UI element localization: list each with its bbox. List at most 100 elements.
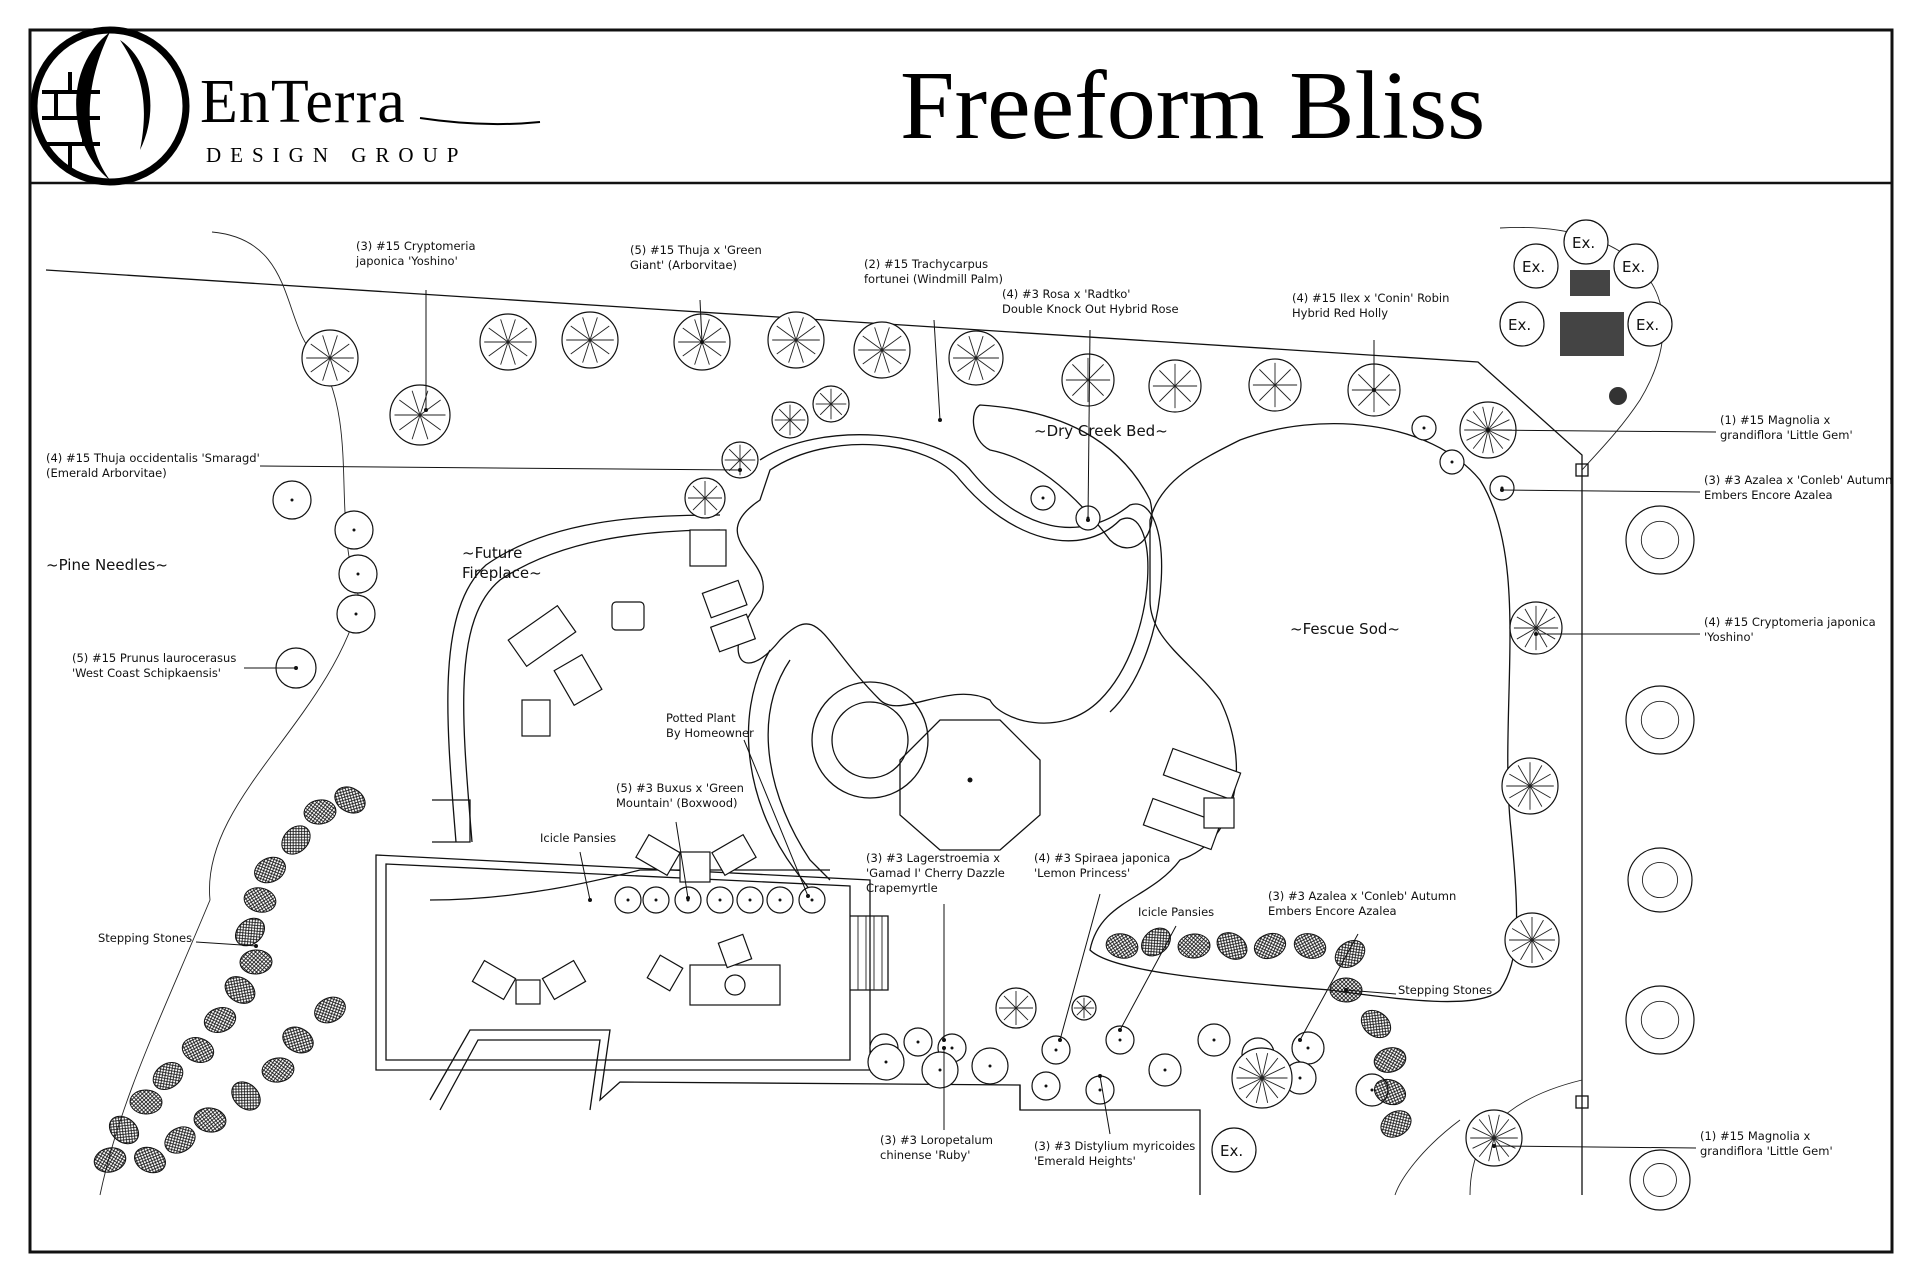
holly-tree bbox=[1061, 353, 1115, 407]
crapemyrtle-shrub bbox=[903, 1027, 933, 1057]
label-line: Crapemyrtle bbox=[866, 881, 938, 895]
leader-line bbox=[1119, 925, 1177, 1031]
label-stepping-stones-right: Stepping Stones bbox=[1344, 983, 1492, 997]
brand-name: EnTerra bbox=[200, 68, 406, 136]
existing-trees: Ex. Ex. Ex. Ex. Ex. Ex. bbox=[1211, 219, 1673, 1173]
cryptomeria-tree bbox=[1501, 757, 1559, 815]
label-line: 'Gamad I' Cherry Dazzle bbox=[866, 866, 1005, 880]
azalea-shrub bbox=[1030, 485, 1056, 511]
label-line: (3) #3 Lagerstroemia x bbox=[866, 851, 1000, 865]
stepping-stone bbox=[239, 949, 273, 975]
boxwood-shrub bbox=[736, 886, 764, 914]
label-line: (1) #15 Magnolia x bbox=[1700, 1129, 1811, 1143]
stepping-stone bbox=[1334, 939, 1366, 969]
stepping-stone bbox=[181, 1037, 215, 1063]
accent-shrub bbox=[971, 1047, 1009, 1085]
brand-subtitle: DESIGN GROUP bbox=[206, 143, 467, 167]
label-line: (4) #15 Thuja occidentalis 'Smaragd' bbox=[46, 451, 260, 465]
label-line: Potted Plant bbox=[666, 711, 736, 725]
existing-canopy-tree bbox=[1625, 505, 1695, 575]
stepping-stone bbox=[152, 1062, 184, 1090]
arborvitae-tree bbox=[479, 313, 537, 371]
existing-tree: Ex. bbox=[1499, 301, 1545, 347]
svg-text:Ex.: Ex. bbox=[1522, 258, 1545, 276]
stepping-stone bbox=[1373, 1047, 1407, 1073]
stepping-stone bbox=[243, 887, 277, 913]
accent-shrub bbox=[1105, 1025, 1135, 1055]
planting-layer bbox=[272, 311, 1695, 1211]
leader-line bbox=[1087, 329, 1091, 521]
existing-canopy-tree bbox=[1625, 685, 1695, 755]
arborvitae-tree bbox=[561, 311, 619, 369]
leader-line bbox=[1501, 489, 1701, 493]
stepping-stone bbox=[231, 1081, 261, 1111]
label-line: Hybrid Red Holly bbox=[1292, 306, 1388, 320]
label-line: (5) #15 Prunus laurocerasus bbox=[72, 651, 236, 665]
label-line: 'Yoshino' bbox=[1704, 630, 1754, 644]
prunus-shrub bbox=[272, 480, 312, 520]
existing-tree: Ex. bbox=[1563, 219, 1609, 265]
leader-line bbox=[1487, 429, 1717, 433]
label-line: Embers Encore Azalea bbox=[1704, 488, 1833, 502]
existing-canopy-tree bbox=[1627, 847, 1693, 913]
label-line: Icicle Pansies bbox=[1138, 905, 1214, 919]
accent-shrub bbox=[1197, 1023, 1231, 1057]
label-line: (3) #3 Loropetalum bbox=[880, 1133, 993, 1147]
svg-text:Ex.: Ex. bbox=[1622, 258, 1645, 276]
stepping-stone bbox=[1253, 932, 1287, 960]
cryptomeria-tree bbox=[1504, 912, 1560, 968]
arborvitae-tree bbox=[301, 329, 359, 387]
label-stepping-stones-left: Stepping Stones bbox=[98, 931, 258, 948]
leader-line bbox=[699, 299, 703, 343]
label-icicle-pansies-right: Icicle Pansies bbox=[1118, 905, 1214, 1032]
leader-line bbox=[1099, 1075, 1111, 1135]
label-line: 'Lemon Princess' bbox=[1034, 866, 1130, 880]
label-line: Stepping Stones bbox=[1398, 983, 1492, 997]
accent-shrub bbox=[1291, 1031, 1325, 1065]
stepping-stone bbox=[93, 1147, 127, 1173]
label-line: By Homeowner bbox=[666, 726, 754, 740]
existing-tree: Ex. bbox=[1613, 243, 1659, 289]
svg-text:Ex.: Ex. bbox=[1508, 316, 1531, 334]
stepping-stones bbox=[93, 786, 1412, 1174]
label-thuja-smaragd: (4) #15 Thuja occidentalis 'Smaragd'(Eme… bbox=[46, 451, 742, 480]
stepping-stone bbox=[303, 799, 337, 825]
stepping-stone bbox=[1141, 927, 1171, 957]
label-line: (3) #3 Azalea x 'Conleb' Autumn bbox=[1268, 889, 1456, 903]
stepping-stone bbox=[261, 1057, 295, 1083]
leader-line bbox=[195, 941, 257, 947]
plan-title: Freeform Bliss bbox=[900, 52, 1485, 160]
stepping-stone bbox=[1373, 1078, 1407, 1106]
label-line: (5) #3 Buxus x 'Green bbox=[616, 781, 744, 795]
stepping-stone bbox=[334, 786, 366, 814]
sheet-border bbox=[28, 28, 1894, 1254]
stepping-stone bbox=[129, 1089, 163, 1115]
thuja-smaragd-tree bbox=[684, 477, 726, 519]
label-spiraea: (4) #3 Spiraea japonica'Lemon Princess' bbox=[1034, 851, 1170, 1042]
azalea-shrub bbox=[1411, 415, 1437, 441]
stepping-stone bbox=[1177, 933, 1211, 959]
label-line: Giant' (Arborvitae) bbox=[630, 258, 737, 272]
label-line: Icicle Pansies bbox=[540, 831, 616, 845]
accent-shrub bbox=[921, 1051, 959, 1089]
holly-tree bbox=[1148, 359, 1202, 413]
label-line: Stepping Stones bbox=[98, 931, 192, 945]
label-line: ~Future bbox=[462, 544, 522, 562]
existing-tree: Ex. bbox=[1627, 301, 1673, 347]
boxwood-shrub bbox=[614, 886, 642, 914]
stepping-stone bbox=[224, 976, 256, 1004]
leader-line bbox=[1299, 933, 1359, 1041]
leader-line bbox=[743, 739, 809, 897]
label-line: (Emerald Arborvitae) bbox=[46, 466, 167, 480]
label-icicle-pansies-left: Icicle Pansies bbox=[540, 831, 616, 902]
existing-canopy-tree bbox=[1625, 985, 1695, 1055]
stepping-stone bbox=[282, 1026, 314, 1054]
svg-text:Ex.: Ex. bbox=[1636, 316, 1659, 334]
existing-tree: Ex. bbox=[1211, 1127, 1257, 1173]
label-line: 'West Coast Schipkaensis' bbox=[72, 666, 221, 680]
